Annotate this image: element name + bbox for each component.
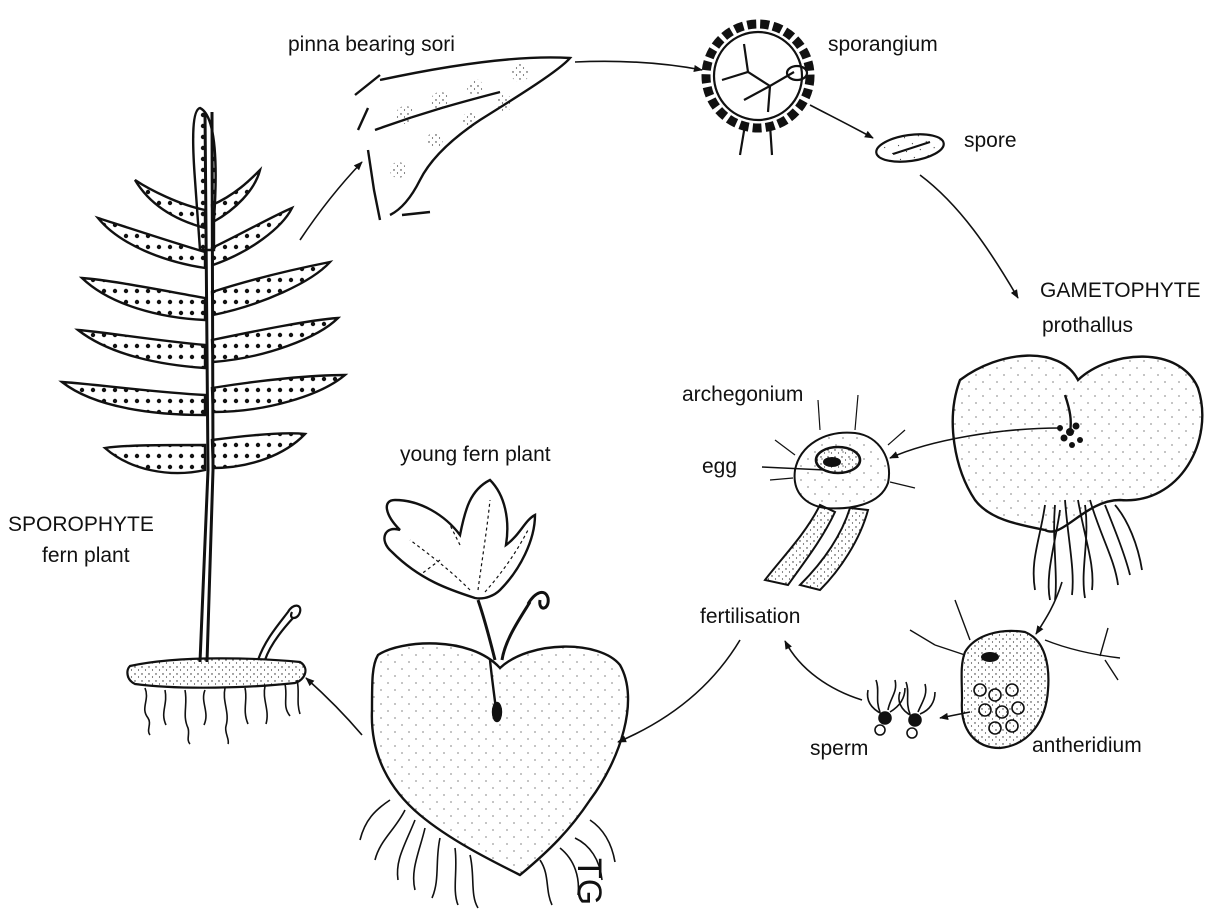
label-archegonium: archegonium <box>682 382 803 407</box>
young-fern-plant <box>360 480 628 908</box>
label-sporophyte: SPOROPHYTE <box>8 512 154 537</box>
label-fertilisation: fertilisation <box>700 604 800 629</box>
prothallus <box>953 356 1203 600</box>
sporangium <box>706 24 810 155</box>
label-antheridium: antheridium <box>1032 733 1142 758</box>
cycle-arrows <box>300 61 1062 742</box>
signature-mark: TG <box>570 858 608 905</box>
label-sporangium: sporangium <box>828 32 938 57</box>
label-spore: spore <box>964 128 1017 153</box>
antheridium <box>910 600 1120 748</box>
arrow-sperm-to-fertilisation <box>785 641 862 700</box>
label-fern-plant: fern plant <box>42 543 130 568</box>
sperm <box>868 680 935 738</box>
arrow-fertilisation-to-young-fern <box>618 640 740 742</box>
archegonium <box>765 395 915 590</box>
arrow-sporangium-to-spore <box>810 105 873 138</box>
spore <box>875 130 946 165</box>
pinna-bearing-sori <box>355 57 570 220</box>
label-sperm: sperm <box>810 736 868 761</box>
label-young-fern-plant: young fern plant <box>400 442 551 467</box>
rhizome <box>127 606 305 744</box>
label-pinna-bearing-sori: pinna bearing sori <box>288 32 455 57</box>
label-gametophyte: GAMETOPHYTE <box>1040 278 1201 303</box>
arrow-pinna-to-sporangium <box>575 61 702 70</box>
arrow-sporophyte-to-pinna <box>300 162 362 240</box>
label-egg: egg <box>702 454 737 479</box>
label-prothallus: prothallus <box>1042 313 1133 338</box>
arrow-young-fern-to-sporophyte <box>306 678 362 735</box>
arrow-spore-to-gametophyte <box>920 175 1018 298</box>
sporophyte-fern-frond <box>62 108 345 662</box>
